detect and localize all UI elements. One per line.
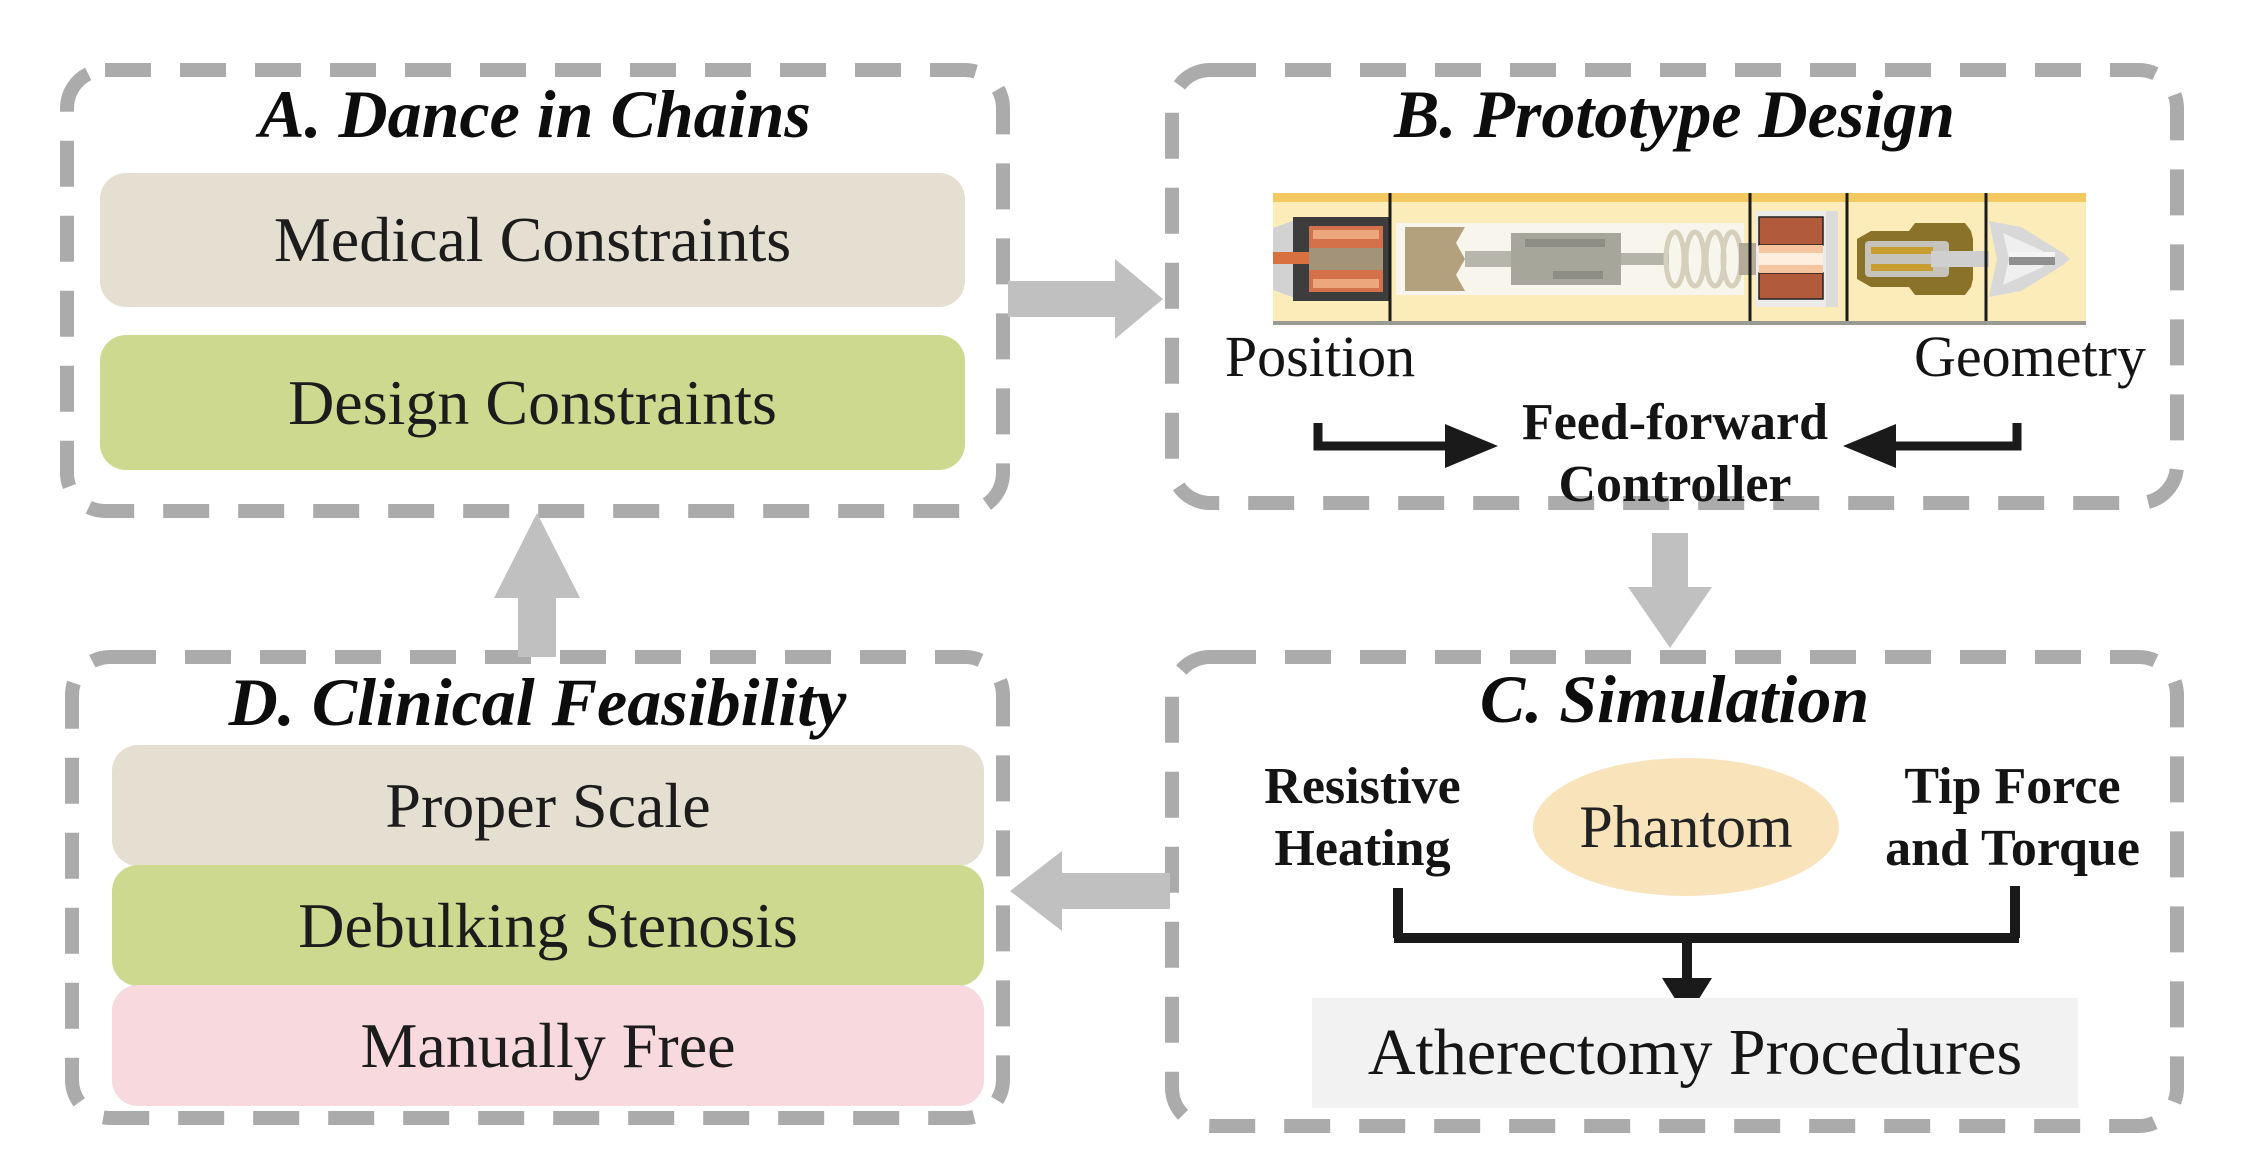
medical-constraints-label: Medical Constraints — [273, 204, 792, 275]
manually-free-label: Manually Free — [360, 1009, 736, 1081]
panel-a-title: A. Dance in Chains — [259, 76, 811, 152]
proper-scale-label: Proper Scale — [385, 769, 711, 841]
geometry-label: Geometry — [1914, 324, 2146, 389]
debulking-stenosis-box: Debulking Stenosis — [112, 865, 984, 986]
phantom-ellipse: Phantom — [1533, 758, 1839, 896]
phantom-label: Phantom — [1579, 793, 1793, 860]
panel-b-dashed-border — [1165, 63, 2184, 510]
position-to-controller-connector — [1313, 423, 1498, 468]
panel-b-title: B. Prototype Design — [1394, 76, 1955, 152]
motor-section — [1273, 217, 1390, 301]
tip-force-torque-label: Tip Force and Torque — [1885, 758, 2140, 877]
design-constraints-box: Design Constraints — [100, 335, 965, 470]
resistive-heating-label: Resistive Heating — [1264, 758, 1461, 877]
device-section-dividers — [1388, 193, 1988, 321]
geometry-to-controller-connector — [1843, 423, 2022, 468]
design-constraints-label: Design Constraints — [288, 366, 777, 438]
prototype-device-image — [1273, 193, 2086, 325]
arrow-a-to-b-icon — [1008, 259, 1163, 339]
panel-d-title: D. Clinical Feasibility — [228, 664, 847, 740]
panel-c-dashed-border — [1165, 650, 2184, 1133]
atherectomy-procedures-label: Atherectomy Procedures — [1367, 1016, 2023, 1089]
collet-section — [1857, 223, 1989, 295]
manually-free-box: Manually Free — [112, 985, 984, 1106]
panel-c-title: C. Simulation — [1479, 661, 1870, 737]
proper-scale-box: Proper Scale — [112, 745, 984, 866]
atherectomy-procedures-box: Atherectomy Procedures — [1312, 998, 2078, 1108]
tip-cone-section — [1989, 221, 2070, 297]
arrow-d-to-a-icon — [494, 513, 580, 657]
arrow-c-to-d-icon — [1010, 851, 1170, 931]
debulking-stenosis-label: Debulking Stenosis — [298, 889, 798, 961]
left-arrowhead-icon — [1843, 424, 1896, 468]
position-label: Position — [1224, 324, 1416, 389]
heating-element-section — [1756, 211, 1838, 307]
arrow-b-to-c-icon — [1628, 533, 1712, 648]
feed-forward-controller-label: Feed-forward Controller — [1521, 394, 1829, 513]
right-arrowhead-icon — [1445, 424, 1498, 468]
medical-constraints-box: Medical Constraints — [100, 173, 965, 307]
spring-mechanism-section — [1396, 223, 1759, 295]
